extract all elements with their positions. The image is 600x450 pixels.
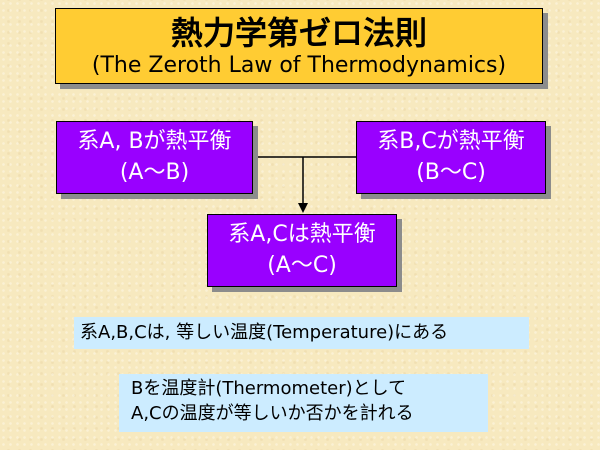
note-thermometer: Bを温度計(Thermometer)として A,Cの温度が等しいか否かを計れる (119, 374, 488, 432)
box-equilibrium-bc: 系B,Cが熱平衡 (B～C) (356, 121, 546, 194)
box-ab-statement: 系A, Bが熱平衡 (77, 129, 232, 154)
box-equilibrium-ac: 系A,Cは熱平衡 (A～C) (207, 214, 397, 287)
note-thermometer-line-2: A,Cの温度が等しいか否かを計れる (131, 403, 414, 424)
title-box: 熱力学第ゼロ法則 (The Zeroth Law of Thermodynami… (55, 8, 543, 84)
note-temperature: 系A,B,Cは, 等しい温度(Temperature)にある (74, 317, 529, 349)
box-bc-statement: 系B,Cが熱平衡 (377, 129, 525, 154)
page-title: 熱力学第ゼロ法則 (170, 14, 427, 52)
box-ac-statement: 系A,Cは熱平衡 (228, 222, 376, 247)
box-ac-relation: (A～C) (267, 253, 337, 278)
page-subtitle: (The Zeroth Law of Thermodynamics) (91, 53, 507, 78)
note-temperature-text: 系A,B,Cは, 等しい温度(Temperature)にある (80, 322, 449, 343)
note-thermometer-line-1: Bを温度計(Thermometer)として (131, 378, 407, 399)
box-equilibrium-ab: 系A, Bが熱平衡 (A～B) (56, 121, 253, 194)
arrow-down-icon (298, 203, 308, 213)
box-bc-relation: (B～C) (416, 160, 486, 185)
box-ab-relation: (A～B) (119, 160, 190, 185)
